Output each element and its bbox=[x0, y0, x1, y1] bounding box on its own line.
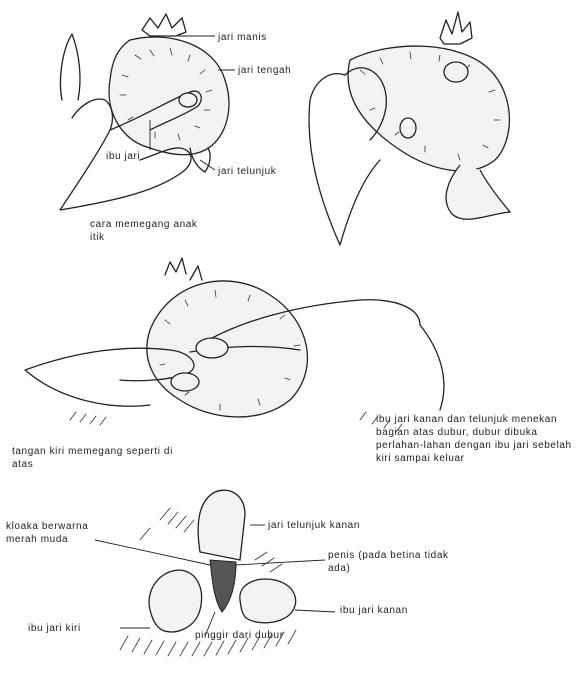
left-thumb bbox=[149, 570, 202, 632]
label-penis: penis (pada betina tidak ada) bbox=[328, 549, 463, 575]
label-kloaka: kloaka berwarna merah muda bbox=[6, 520, 111, 546]
duckling-body-2 bbox=[348, 46, 509, 171]
label-pinggir-dubur: pinggir dari dubur bbox=[195, 629, 284, 642]
label-ibu-jari-kiri: ibu jari kiri bbox=[28, 622, 81, 635]
cloaca bbox=[210, 560, 236, 612]
label-jari-tengah: jari tengah bbox=[238, 64, 291, 77]
panel-1-hand-holding-duckling bbox=[60, 14, 235, 210]
duck-foot-top bbox=[142, 14, 186, 36]
label-ibu-jari-kanan-dan-telunjuk: ibu jari kanan dan telunjuk menekan bagi… bbox=[376, 413, 576, 465]
right-thumb bbox=[240, 579, 296, 623]
duckling-head bbox=[446, 165, 510, 219]
label-ibu-jari: ibu jari bbox=[106, 150, 140, 163]
label-cara-memegang: cara memegang anak itik bbox=[90, 218, 210, 244]
duckling-wing bbox=[60, 34, 80, 100]
label-ibu-jari-kanan: ibu jari kanan bbox=[340, 604, 408, 617]
label-jari-telunjuk-kanan: jari telunjuk kanan bbox=[268, 519, 360, 532]
panel-3-opening-cloaca bbox=[25, 258, 444, 432]
label-tangan-kiri: tangan kiri memegang seperti di atas bbox=[12, 445, 182, 471]
label-jari-telunjuk: jari telunjuk bbox=[218, 165, 276, 178]
right-index-finger bbox=[198, 490, 245, 560]
duck-foot bbox=[440, 12, 472, 44]
feet-3 bbox=[165, 258, 202, 280]
duckling-body bbox=[109, 37, 229, 155]
label-jari-manis: jari manis bbox=[218, 31, 267, 44]
panel-2-duckling-upside-down bbox=[309, 12, 510, 245]
